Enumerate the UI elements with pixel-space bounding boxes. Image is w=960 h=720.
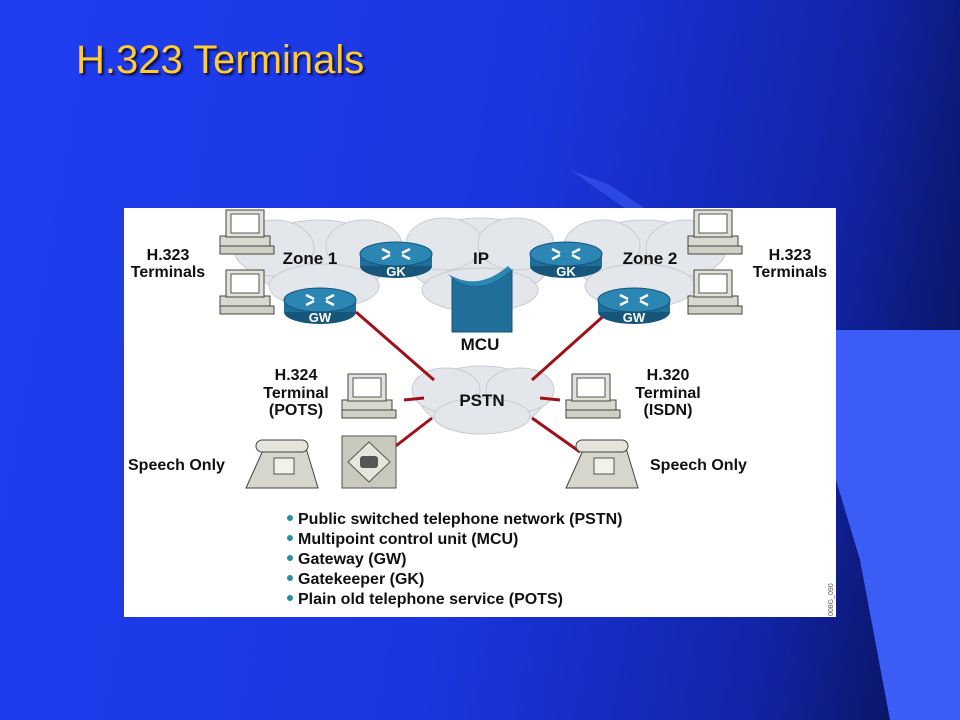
- h320-label-line3: (ISDN): [644, 402, 693, 419]
- ip-label: IP: [473, 249, 489, 268]
- h323-terminal-right-top: [687, 209, 743, 255]
- pstn-cloud: [411, 365, 555, 435]
- phone-left: [245, 439, 319, 489]
- mcu-label: MCU: [461, 335, 500, 354]
- gk-router-right: GK: [528, 240, 604, 280]
- pstn-label: PSTN: [459, 391, 504, 410]
- svg-text:GW: GW: [309, 310, 332, 325]
- gk-router-left: GK: [358, 240, 434, 280]
- svg-text:GK: GK: [556, 264, 576, 279]
- links: [355, 310, 610, 454]
- h320-terminal: [565, 373, 621, 419]
- h324-label-line2: Terminal: [263, 385, 329, 402]
- modem-box: [341, 435, 397, 489]
- h320-label-line1: H.320: [647, 367, 690, 384]
- h324-terminal: [341, 373, 397, 419]
- mcu-device: [448, 266, 513, 333]
- legend-item: Plain old telephone service (POTS): [298, 591, 563, 608]
- h323-left-label-line2: Terminals: [131, 264, 206, 281]
- h324-label-line3: (POTS): [269, 402, 323, 419]
- diagram-canvas: GK GW GK GW: [128, 209, 835, 616]
- svg-text:GK: GK: [386, 264, 406, 279]
- gw-router-right: GW: [596, 286, 672, 326]
- legend: Public switched telephone network (PSTN)…: [287, 511, 622, 608]
- zone2-label: Zone 2: [623, 249, 678, 268]
- legend-item: Gatekeeper (GK): [298, 571, 424, 588]
- h323-terminal-right-bottom: [687, 269, 743, 315]
- legend-item: Gateway (GW): [298, 551, 406, 568]
- page-title: H.323 Terminals: [76, 38, 365, 82]
- legend-item: Public switched telephone network (PSTN): [298, 511, 622, 528]
- network-diagram: GK GW GK GW: [124, 208, 836, 617]
- h320-label-line2: Terminal: [635, 385, 701, 402]
- legend-item: Multipoint control unit (MCU): [298, 531, 518, 548]
- speech-only-left: Speech Only: [128, 457, 225, 474]
- svg-text:GW: GW: [623, 310, 646, 325]
- gw-router-left: GW: [282, 286, 358, 326]
- accent-panel: [836, 330, 960, 720]
- h324-label-line1: H.324: [275, 367, 318, 384]
- h323-right-label-line2: Terminals: [753, 264, 828, 281]
- figure-id: 008G_090: [828, 583, 835, 616]
- h323-right-label-line1: H.323: [769, 247, 812, 264]
- h323-left-label-line1: H.323: [147, 247, 190, 264]
- phone-right: [565, 439, 639, 489]
- zone1-label: Zone 1: [283, 249, 338, 268]
- speech-only-right: Speech Only: [650, 457, 747, 474]
